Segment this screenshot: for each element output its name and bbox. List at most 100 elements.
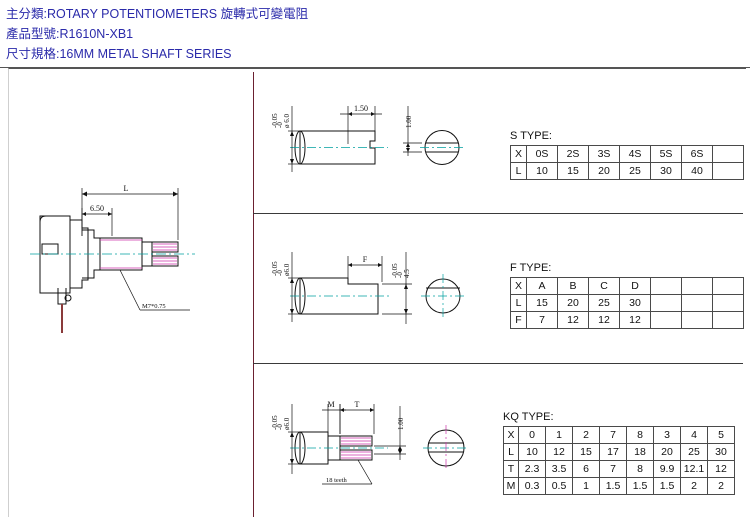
kq-dim-T-label: T bbox=[355, 400, 360, 409]
table-cell: 7 bbox=[526, 311, 558, 329]
f-type-table: X A B C D L 15 20 25 30 bbox=[510, 277, 744, 329]
s-tolerance-upper: -0 bbox=[276, 122, 284, 128]
table-cell: 10 bbox=[518, 443, 546, 461]
table-cell: 8 bbox=[626, 426, 654, 444]
table-cell: 12.1 bbox=[680, 460, 708, 478]
table-cell: 0S bbox=[526, 145, 558, 163]
table-cell: 7 bbox=[599, 426, 627, 444]
table-cell: 3S bbox=[588, 145, 620, 163]
table-cell: 20 bbox=[557, 294, 589, 312]
table-cell: 2 bbox=[680, 477, 708, 495]
dim-650-label: 6.50 bbox=[90, 204, 104, 213]
frame-divider-2 bbox=[253, 363, 743, 364]
table-row: X A B C D bbox=[510, 277, 744, 295]
table-cell-empty bbox=[681, 311, 713, 329]
table-cell-empty bbox=[681, 277, 713, 295]
table-cell: 20 bbox=[588, 162, 620, 180]
table-cell-empty bbox=[712, 311, 744, 329]
table-cell-empty bbox=[712, 277, 744, 295]
table-cell: 6 bbox=[572, 460, 600, 478]
kq-dim-100-label: 1.00 bbox=[397, 417, 405, 430]
kq-tolerance-upper: -0 bbox=[276, 424, 284, 430]
table-cell: 2.3 bbox=[518, 460, 546, 478]
table-row: M 0.3 0.5 1 1.5 1.5 1.5 2 2 bbox=[503, 477, 735, 495]
kq-diameter-label: ø6.0 bbox=[283, 417, 291, 430]
table-row: F 7 12 12 12 bbox=[510, 311, 744, 329]
table-cell: 15 bbox=[526, 294, 558, 312]
table-cell: 5S bbox=[650, 145, 682, 163]
f-flat-tol-upper: -0 bbox=[396, 272, 404, 278]
row-label: T bbox=[503, 460, 519, 478]
table-cell: 25 bbox=[588, 294, 620, 312]
table-cell: 18 bbox=[626, 443, 654, 461]
table-cell: 3 bbox=[653, 426, 681, 444]
f-diameter-label: ø6.0 bbox=[283, 263, 291, 276]
table-cell: 7 bbox=[599, 460, 627, 478]
table-row: X 0 1 2 7 8 3 4 5 bbox=[503, 426, 735, 444]
table-cell: 30 bbox=[650, 162, 682, 180]
table-cell: 2 bbox=[572, 426, 600, 444]
row-label: M bbox=[503, 477, 519, 495]
table-cell: 1.5 bbox=[599, 477, 627, 495]
row-label: L bbox=[503, 443, 519, 461]
table-cell: C bbox=[588, 277, 620, 295]
frame-vertical-divider bbox=[253, 72, 254, 517]
table-cell: 15 bbox=[557, 162, 589, 180]
kq-type-table-title: KQ TYPE: bbox=[503, 411, 554, 423]
s-type-table-block: S TYPE: X 0S 2S 3S 4S 5S 6S L 10 15 20 bbox=[510, 130, 744, 180]
table-cell: A bbox=[526, 277, 558, 295]
row-label: L bbox=[510, 162, 527, 180]
frame-divider-1 bbox=[253, 213, 743, 214]
header-block: 主分類:ROTARY POTENTIOMETERS 旋轉式可變電阻 產品型號:R… bbox=[6, 4, 706, 64]
row-label: F bbox=[510, 311, 527, 329]
table-cell: 8 bbox=[626, 460, 654, 478]
table-row: L 10 12 15 17 18 20 25 30 bbox=[503, 443, 735, 461]
table-cell-empty bbox=[650, 311, 682, 329]
s-diameter-label: ø 6.0 bbox=[283, 114, 291, 129]
table-cell: 1 bbox=[545, 426, 573, 444]
s-type-table-title: S TYPE: bbox=[510, 130, 552, 142]
table-row: T 2.3 3.5 6 7 8 9.9 12.1 12 bbox=[503, 460, 735, 478]
table-cell: 2 bbox=[707, 477, 735, 495]
main-product-drawing: L 6.50 M7*0.75 bbox=[30, 158, 230, 333]
table-row: X 0S 2S 3S 4S 5S 6S bbox=[510, 145, 744, 163]
table-cell: 1 bbox=[572, 477, 600, 495]
table-cell-empty bbox=[712, 145, 744, 163]
s-type-table: X 0S 2S 3S 4S 5S 6S L 10 15 20 25 30 40 bbox=[510, 145, 744, 180]
table-cell: 12 bbox=[707, 460, 735, 478]
row-label: X bbox=[503, 426, 519, 444]
table-cell: 5 bbox=[707, 426, 735, 444]
f-type-table-title: F TYPE: bbox=[510, 262, 552, 274]
table-cell: 4S bbox=[619, 145, 651, 163]
table-cell: 12 bbox=[557, 311, 589, 329]
f-type-table-block: F TYPE: X A B C D L 15 20 25 bbox=[510, 262, 744, 329]
table-cell: 17 bbox=[599, 443, 627, 461]
kq-dim-M-label: M bbox=[327, 400, 334, 409]
table-cell: 1.5 bbox=[626, 477, 654, 495]
s-tolerance-lower: -0.05 bbox=[271, 113, 279, 128]
table-cell: 0 bbox=[518, 426, 546, 444]
table-cell: B bbox=[557, 277, 589, 295]
table-cell: 12 bbox=[588, 311, 620, 329]
table-cell: 0.3 bbox=[518, 477, 546, 495]
table-cell-empty bbox=[650, 294, 682, 312]
row-label: X bbox=[510, 277, 527, 295]
kq-tolerance-lower: -0.05 bbox=[271, 415, 279, 430]
table-cell: 12 bbox=[619, 311, 651, 329]
frame-top-rule bbox=[0, 67, 750, 68]
table-cell-empty bbox=[681, 294, 713, 312]
table-cell: 30 bbox=[619, 294, 651, 312]
table-row: L 15 20 25 30 bbox=[510, 294, 744, 312]
f-flat-tol-lower: -0.05 bbox=[391, 263, 399, 278]
table-cell: 1.5 bbox=[653, 477, 681, 495]
table-cell: 25 bbox=[680, 443, 708, 461]
table-cell: 2S bbox=[557, 145, 589, 163]
table-cell: 25 bbox=[619, 162, 651, 180]
table-cell: 4 bbox=[680, 426, 708, 444]
kq-teeth-label: 18 teeth bbox=[326, 477, 348, 484]
table-cell: 3.5 bbox=[545, 460, 573, 478]
header-model: 產品型號:R1610N-XB1 bbox=[6, 27, 134, 41]
f-flat-label: F bbox=[363, 255, 368, 264]
thread-spec-label: M7*0.75 bbox=[142, 303, 166, 310]
